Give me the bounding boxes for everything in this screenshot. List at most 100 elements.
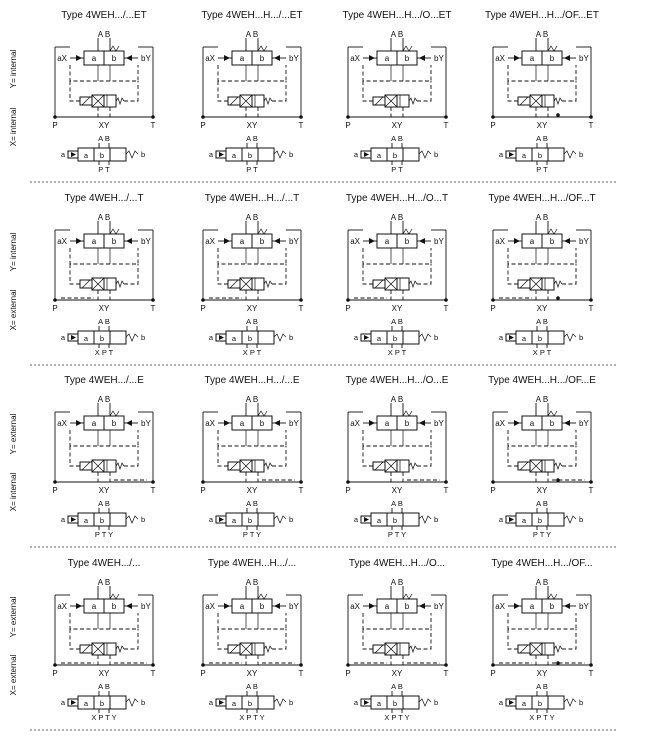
spool-label-b: b (405, 54, 410, 63)
symbol-title: Type 4WEH...H.../O...T (346, 193, 448, 204)
port-ax-label: aX (57, 602, 67, 611)
small-cell-a: a (377, 151, 382, 160)
small-port-ab-label: A B (391, 682, 403, 691)
port-t-label: T (299, 486, 304, 495)
symbol-title: Type 4WEH...H.../OF...ET (485, 10, 599, 21)
spool-label-a: a (385, 602, 390, 611)
spool-label-b: b (112, 237, 117, 246)
small-label-a: a (209, 150, 214, 159)
small-label-b: b (141, 150, 145, 159)
port-t-label: T (444, 486, 449, 495)
pilot-cell-right (541, 459, 555, 473)
port-by-label: bY (141, 237, 151, 246)
spool-label-b: b (550, 237, 555, 246)
pilot-x-supply-label: X= internal (9, 473, 18, 512)
spool-label-a: a (92, 54, 97, 63)
small-port-bottom-label: P T (391, 165, 403, 174)
port-ab-label: A B (391, 578, 403, 587)
small-label-a: a (61, 698, 66, 707)
pilot-x-supply-label: X= internal (9, 108, 18, 147)
small-label-a: a (209, 333, 214, 342)
spool-label-a: a (92, 237, 97, 246)
pilot-x-supply-label: X= external (9, 654, 18, 695)
spool-label-b: b (405, 237, 410, 246)
port-p-label: P (490, 121, 495, 130)
small-port-bottom-label: P T Y (95, 530, 113, 539)
port-ax-label: aX (205, 54, 215, 63)
port-t-label: T (444, 304, 449, 313)
small-port-ab-label: A B (98, 134, 110, 143)
port-xy-label: XY (392, 669, 403, 678)
small-cell-a: a (84, 334, 89, 343)
port-ax-label: aX (350, 237, 360, 246)
port-ab-label: A B (536, 213, 548, 222)
small-label-a: a (499, 333, 504, 342)
port-t-label: T (151, 486, 156, 495)
port-ax-label: aX (350, 602, 360, 611)
port-ax-label: aX (495, 237, 505, 246)
pilot-y-drain-label: Y= internal (9, 50, 18, 89)
port-ab-label: A B (391, 213, 403, 222)
port-ab-label: A B (246, 30, 258, 39)
pilot-cell-right (396, 642, 410, 656)
small-port-ab-label: A B (536, 499, 548, 508)
port-xy-label: XY (537, 304, 548, 313)
small-cell-b: b (393, 516, 397, 525)
small-label-b: b (579, 698, 583, 707)
port-p-label: P (200, 121, 205, 130)
port-ax-label: aX (205, 419, 215, 428)
small-port-bottom-label: X P T Y (239, 713, 264, 722)
small-label-b: b (434, 150, 438, 159)
small-port-bottom-label: X P T (243, 348, 262, 357)
spool-label-a: a (240, 237, 245, 246)
small-cell-a: a (84, 699, 89, 708)
port-xy-label: XY (247, 121, 258, 130)
pilot-y-drain-label: Y= external (9, 413, 18, 454)
small-label-a: a (354, 515, 359, 524)
spool-label-b: b (550, 602, 555, 611)
port-xy-label: XY (392, 486, 403, 495)
small-cell-b: b (100, 334, 104, 343)
port-ab-label: A B (98, 578, 110, 587)
port-t-label: T (151, 669, 156, 678)
port-by-label: bY (434, 237, 444, 246)
port-xy-label: XY (247, 304, 258, 313)
spool-label-a: a (240, 602, 245, 611)
small-cell-b: b (538, 334, 542, 343)
symbol-title: Type 4WEH...H.../OF...T (488, 193, 595, 204)
port-ab-label: A B (98, 395, 110, 404)
port-p-label: P (490, 304, 495, 313)
small-label-a: a (354, 333, 359, 342)
small-cell-a: a (522, 699, 527, 708)
port-by-label: bY (141, 54, 151, 63)
port-by-label: bY (141, 602, 151, 611)
port-xy-label: XY (99, 669, 110, 678)
small-cell-b: b (393, 699, 397, 708)
port-ax-label: aX (495, 419, 505, 428)
small-port-bottom-label: X P T Y (91, 713, 116, 722)
port-xy-label: XY (247, 486, 258, 495)
small-label-b: b (289, 333, 293, 342)
symbol-title: Type 4WEH...H.../...ET (201, 10, 302, 21)
spool-label-b: b (550, 419, 555, 428)
port-p-label: P (52, 669, 57, 678)
small-label-b: b (141, 515, 145, 524)
symbol-title: Type 4WEH.../...T (65, 193, 144, 204)
small-cell-b: b (100, 516, 104, 525)
port-ab-label: A B (536, 578, 548, 587)
port-xy-label: XY (392, 121, 403, 130)
port-ab-label: A B (536, 395, 548, 404)
